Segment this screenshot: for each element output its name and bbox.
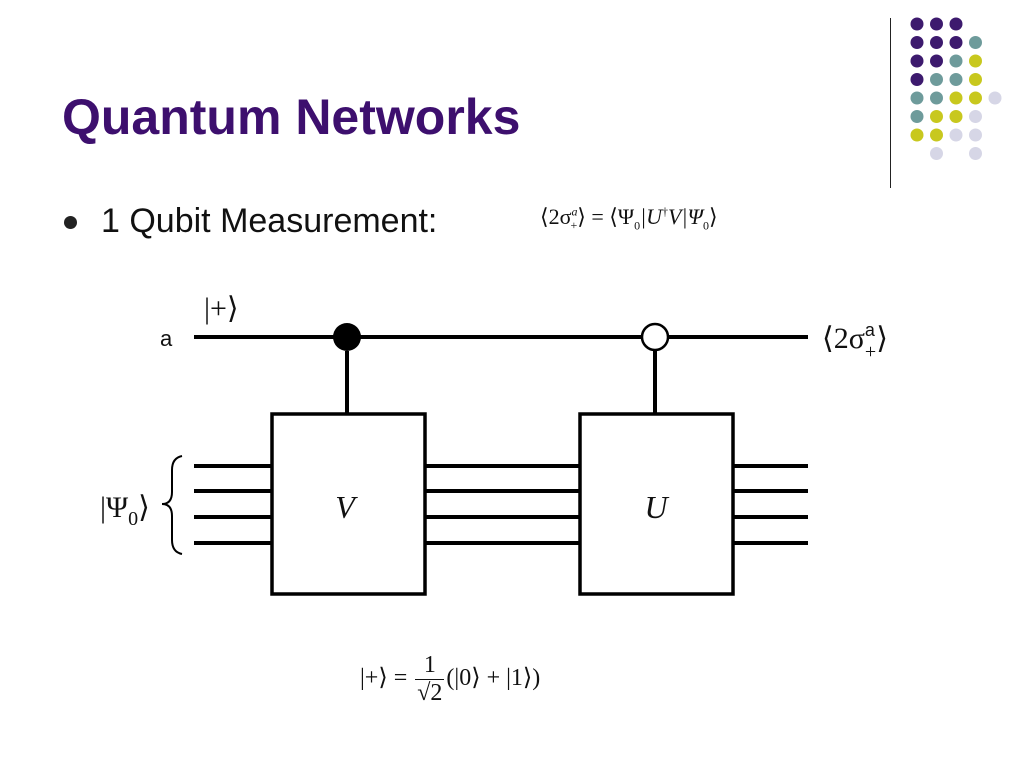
decorative-dot (969, 54, 982, 68)
plus-lhs: |+⟩ (360, 665, 388, 692)
decorative-dot-grid (910, 17, 1002, 160)
decorative-dot (930, 128, 943, 142)
fraction-numerator: 1 (415, 652, 445, 680)
decorative-dot (910, 36, 924, 49)
gate-u-label: U (644, 489, 669, 525)
formula-lhs: ⟨2σ (540, 204, 572, 229)
decorative-dot (930, 110, 943, 123)
qubit-a-label: a (160, 326, 173, 351)
decorative-dot (949, 54, 963, 68)
formula-rhs-v: V|Ψ (668, 204, 703, 229)
gate-v-box (270, 412, 427, 596)
decorative-dot (930, 54, 943, 68)
open-control-dot (640, 322, 670, 352)
decorative-dot (949, 73, 963, 86)
measurement-formula: ⟨2σa+⟩ = ⟨Ψ0|U†V|Ψ0⟩ (540, 204, 718, 233)
decorative-dot (910, 54, 924, 68)
decorative-dot (910, 91, 924, 105)
psi0-label: |Ψ0⟩ (100, 491, 150, 530)
decorative-dot (969, 73, 982, 86)
decorative-dot (930, 73, 943, 86)
bullet-dot-icon (64, 216, 77, 229)
fraction: 1√2 (415, 652, 445, 707)
decorative-dot (949, 17, 963, 31)
formula-lhs-sub: + (570, 218, 578, 233)
bullet-item: 1 Qubit Measurement: (64, 202, 437, 241)
quantum-circuit-diagram: a |+⟩ ⟨2σa+⟩ V U |Ψ0⟩ (100, 292, 888, 596)
bullet-text: 1 Qubit Measurement: (101, 202, 438, 240)
formula-rhs-sub0: 0 (634, 218, 641, 233)
formula-rhs-close: ⟩ (708, 204, 718, 229)
filled-control-dot (333, 323, 361, 351)
decorative-dot (969, 91, 982, 105)
decorative-dot (930, 36, 943, 49)
register-wires (194, 464, 808, 545)
decorative-dot (949, 110, 963, 123)
slide-title: Quantum Networks (62, 89, 521, 145)
decorative-dot (988, 91, 1002, 105)
divider-line (890, 18, 891, 188)
gate-u-box (578, 412, 735, 596)
plus-equals: = (387, 665, 414, 692)
fraction-denominator: √2 (417, 680, 443, 706)
decorative-dot (910, 17, 924, 31)
formula-rhs-dagger: † (662, 204, 669, 219)
formula-equals: = (585, 204, 610, 229)
output-label: ⟨2σa+⟩ (822, 320, 888, 363)
register-brace (161, 455, 183, 555)
decorative-dot (949, 36, 963, 49)
decorative-dot (930, 17, 943, 31)
formula-lhs-close: ⟩ (577, 204, 586, 229)
decorative-dot (910, 73, 924, 86)
formula-rhs-u: |U (640, 204, 663, 229)
formula-lhs-sup: a (571, 204, 578, 219)
decorative-dot (949, 128, 963, 142)
decorative-dot (969, 36, 982, 49)
plus-rhs: (|0⟩ + |1⟩) (446, 665, 541, 692)
decorative-dot (930, 91, 943, 105)
gate-v-label: V (335, 489, 358, 525)
formula-rhs-sub1: 0 (702, 218, 709, 233)
decorative-dot (969, 147, 982, 160)
input-state-label: |+⟩ (204, 292, 239, 325)
plus-state-definition: |+⟩ = 1√2(|0⟩ + |1⟩) (360, 652, 540, 707)
decorative-dot (930, 147, 943, 160)
decorative-dot (949, 91, 963, 105)
decorative-dot (910, 128, 924, 142)
decorative-dot (969, 128, 982, 142)
decorative-dot (969, 110, 982, 123)
decorative-dot (910, 110, 924, 123)
formula-rhs-open: ⟨Ψ (609, 204, 635, 229)
